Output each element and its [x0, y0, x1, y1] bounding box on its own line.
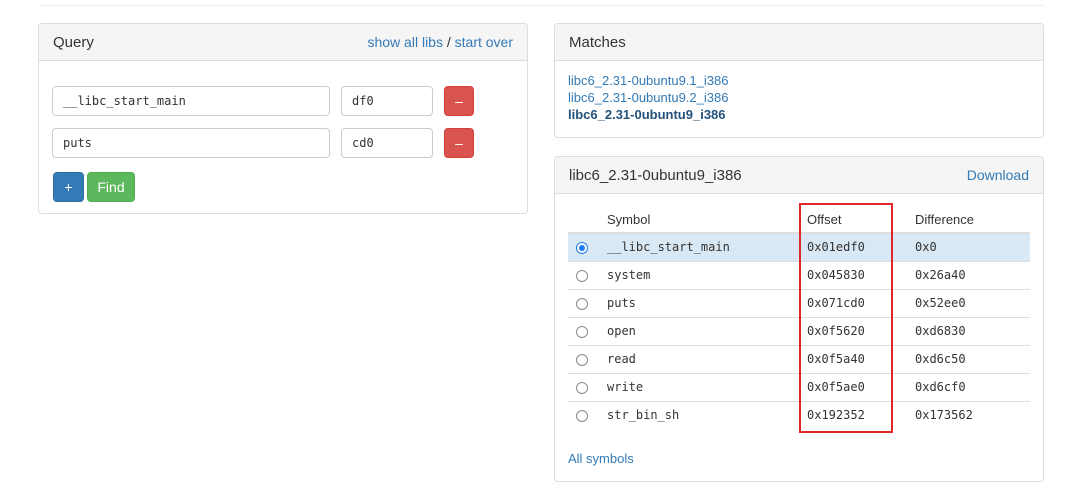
- table-row[interactable]: open 0x0f5620 0xd6830: [568, 316, 1030, 345]
- header-select: [568, 207, 599, 234]
- table-row[interactable]: read 0x0f5a40 0xd6c50: [568, 344, 1030, 373]
- show-all-libs-link[interactable]: show all libs: [367, 34, 443, 50]
- offset-cell: 0x0f5ae0: [799, 372, 907, 401]
- offset-cell: 0x0f5620: [799, 316, 907, 345]
- difference-cell: 0x26a40: [907, 260, 1030, 289]
- symbol-table: Symbol Offset Difference __libc_start_ma…: [568, 207, 1030, 429]
- header-offset: Offset: [799, 207, 907, 234]
- matches-title: Matches: [569, 33, 626, 51]
- library-title: libc6_2.31-0ubuntu9_i386: [569, 166, 742, 184]
- table-header-row: Symbol Offset Difference: [568, 207, 1030, 234]
- match-list: libc6_2.31-0ubuntu9.1_i386 libc6_2.31-0u…: [568, 72, 728, 123]
- add-row-button[interactable]: +: [53, 172, 84, 202]
- download-link[interactable]: Download: [966, 167, 1029, 183]
- row-select[interactable]: [568, 344, 599, 373]
- offset-column-highlight-box: [799, 203, 893, 433]
- difference-cell: 0xd6830: [907, 316, 1030, 345]
- remove-row-2-button[interactable]: –: [444, 128, 474, 158]
- links-separator: /: [446, 34, 451, 50]
- row-select[interactable]: [568, 400, 599, 429]
- difference-cell: 0xd6c50: [907, 344, 1030, 373]
- find-button[interactable]: Find: [87, 172, 135, 202]
- row-select[interactable]: [568, 316, 599, 345]
- match-item-selected[interactable]: libc6_2.31-0ubuntu9_i386: [568, 107, 726, 122]
- symbol-cell: str_bin_sh: [599, 400, 799, 429]
- offset-cell: 0x045830: [799, 260, 907, 289]
- row-select[interactable]: [568, 260, 599, 289]
- symbol-input-1[interactable]: __libc_start_main: [52, 86, 330, 116]
- remove-row-1-button[interactable]: –: [444, 86, 474, 116]
- row-select[interactable]: [568, 288, 599, 317]
- difference-cell: 0x52ee0: [907, 288, 1030, 317]
- row-select[interactable]: [568, 372, 599, 401]
- difference-cell: 0x0: [907, 232, 1030, 261]
- offset-cell: 0x192352: [799, 400, 907, 429]
- offset-input-1[interactable]: df0: [341, 86, 433, 116]
- symbol-cell: puts: [599, 288, 799, 317]
- query-panel-heading: Query show all libs / start over: [39, 24, 527, 61]
- query-heading-links: show all libs / start over: [367, 34, 513, 50]
- table-row[interactable]: write 0x0f5ae0 0xd6cf0: [568, 372, 1030, 401]
- row-select[interactable]: [568, 232, 599, 261]
- matches-panel: Matches libc6_2.31-0ubuntu9.1_i386 libc6…: [554, 23, 1044, 138]
- match-item[interactable]: libc6_2.31-0ubuntu9.2_i386: [568, 90, 729, 105]
- top-divider: [38, 5, 1044, 6]
- radio-icon[interactable]: [576, 353, 588, 366]
- all-symbols-link[interactable]: All symbols: [568, 451, 634, 466]
- difference-cell: 0xd6cf0: [907, 372, 1030, 401]
- offset-cell: 0x071cd0: [799, 288, 907, 317]
- detail-panel-heading: libc6_2.31-0ubuntu9_i386 Download: [555, 157, 1043, 194]
- symbol-cell: write: [599, 372, 799, 401]
- start-over-link[interactable]: start over: [454, 34, 513, 50]
- offset-cell: 0x01edf0: [799, 232, 907, 261]
- table-row[interactable]: __libc_start_main 0x01edf0 0x0: [568, 232, 1030, 261]
- query-title: Query: [53, 33, 94, 51]
- radio-icon[interactable]: [576, 297, 588, 310]
- radio-icon[interactable]: [576, 325, 588, 338]
- table-row[interactable]: system 0x045830 0x26a40: [568, 260, 1030, 289]
- table-row[interactable]: puts 0x071cd0 0x52ee0: [568, 288, 1030, 317]
- header-difference: Difference: [907, 207, 1030, 234]
- offset-input-2[interactable]: cd0: [341, 128, 433, 158]
- matches-panel-heading: Matches: [555, 24, 1043, 61]
- symbol-cell: open: [599, 316, 799, 345]
- table-row[interactable]: str_bin_sh 0x192352 0x173562: [568, 400, 1030, 429]
- radio-selected-icon[interactable]: [576, 241, 588, 254]
- query-panel: Query show all libs / start over __libc_…: [38, 23, 528, 214]
- radio-icon[interactable]: [576, 409, 588, 422]
- offset-cell: 0x0f5a40: [799, 344, 907, 373]
- match-item[interactable]: libc6_2.31-0ubuntu9.1_i386: [568, 73, 729, 88]
- symbol-cell: __libc_start_main: [599, 232, 799, 261]
- header-symbol: Symbol: [599, 207, 799, 234]
- radio-icon[interactable]: [576, 269, 588, 282]
- symbol-cell: system: [599, 260, 799, 289]
- symbol-cell: read: [599, 344, 799, 373]
- radio-icon[interactable]: [576, 381, 588, 394]
- symbol-input-2[interactable]: puts: [52, 128, 330, 158]
- difference-cell: 0x173562: [907, 400, 1030, 429]
